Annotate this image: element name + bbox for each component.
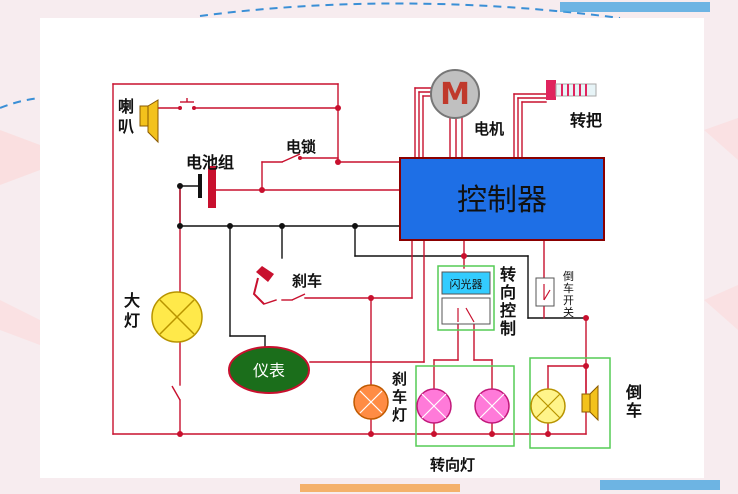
horn-label-1: 喇 bbox=[118, 97, 134, 116]
brake-light-label-2: 车 bbox=[392, 388, 407, 406]
brake-lever-icon bbox=[252, 266, 306, 305]
controller-box: 控制器 bbox=[399, 157, 605, 241]
reverse-buzzer-icon bbox=[581, 384, 599, 422]
reverse-frame bbox=[529, 357, 611, 449]
junction-dots bbox=[177, 105, 589, 437]
reverse-switch-label-1: 倒 bbox=[563, 270, 574, 283]
throttle-label: 转把 bbox=[570, 111, 602, 130]
headlight-label-2: 灯 bbox=[124, 311, 140, 330]
battery-icon bbox=[198, 166, 216, 208]
key-lock-switch-icon bbox=[281, 153, 302, 163]
controller-label: 控制器 bbox=[457, 183, 547, 218]
headlight-label-1: 大 bbox=[124, 291, 140, 310]
meter-label: 仪表 bbox=[253, 361, 285, 380]
turn-light-right-icon bbox=[474, 388, 510, 424]
brake-light-label-1: 刹 bbox=[392, 370, 407, 388]
brake-light-lamp-icon bbox=[353, 384, 389, 420]
key-lock-label: 电锁 bbox=[286, 138, 316, 156]
motor-symbol: M bbox=[440, 77, 470, 112]
brake-label: 刹车 bbox=[292, 272, 322, 290]
reverse-label-1: 倒 bbox=[625, 383, 642, 402]
meter-icon: 仪表 bbox=[228, 346, 310, 394]
reverse-label-2: 车 bbox=[626, 401, 642, 420]
turn-light-left-icon bbox=[416, 388, 452, 424]
reverse-light-icon bbox=[530, 388, 566, 424]
horn-label-2: 叭 bbox=[118, 117, 134, 136]
throttle-icon bbox=[546, 80, 597, 100]
reverse-switch-label-4: 关 bbox=[563, 305, 574, 319]
turn-control-frame: 闪光器 bbox=[437, 265, 495, 331]
turn-control-label-4: 制 bbox=[500, 319, 516, 338]
motor-label: 电机 bbox=[474, 120, 504, 138]
turn-control-label-2: 向 bbox=[500, 283, 516, 302]
turn-lights-label: 转向灯 bbox=[430, 456, 475, 474]
flasher-label: 闪光器 bbox=[450, 277, 483, 291]
turn-control-label-1: 转 bbox=[500, 265, 516, 284]
motor-icon: M bbox=[430, 69, 480, 119]
turn-control-label-3: 控 bbox=[500, 301, 516, 320]
brake-light-label-3: 灯 bbox=[392, 406, 407, 424]
ground-dots bbox=[177, 183, 358, 229]
horn-icon bbox=[139, 99, 159, 144]
horn-switch-icon bbox=[178, 98, 196, 110]
battery-label: 电池组 bbox=[186, 153, 234, 172]
reverse-switch-label-2: 车 bbox=[563, 281, 574, 295]
turn-lights-frame bbox=[415, 365, 515, 447]
reverse-switch-icon bbox=[535, 277, 555, 307]
reverse-switch-label-3: 开 bbox=[563, 294, 574, 307]
power-wires bbox=[112, 83, 587, 435]
headlight-lamp-icon bbox=[151, 291, 203, 343]
headlight-switch-icon bbox=[171, 385, 181, 401]
